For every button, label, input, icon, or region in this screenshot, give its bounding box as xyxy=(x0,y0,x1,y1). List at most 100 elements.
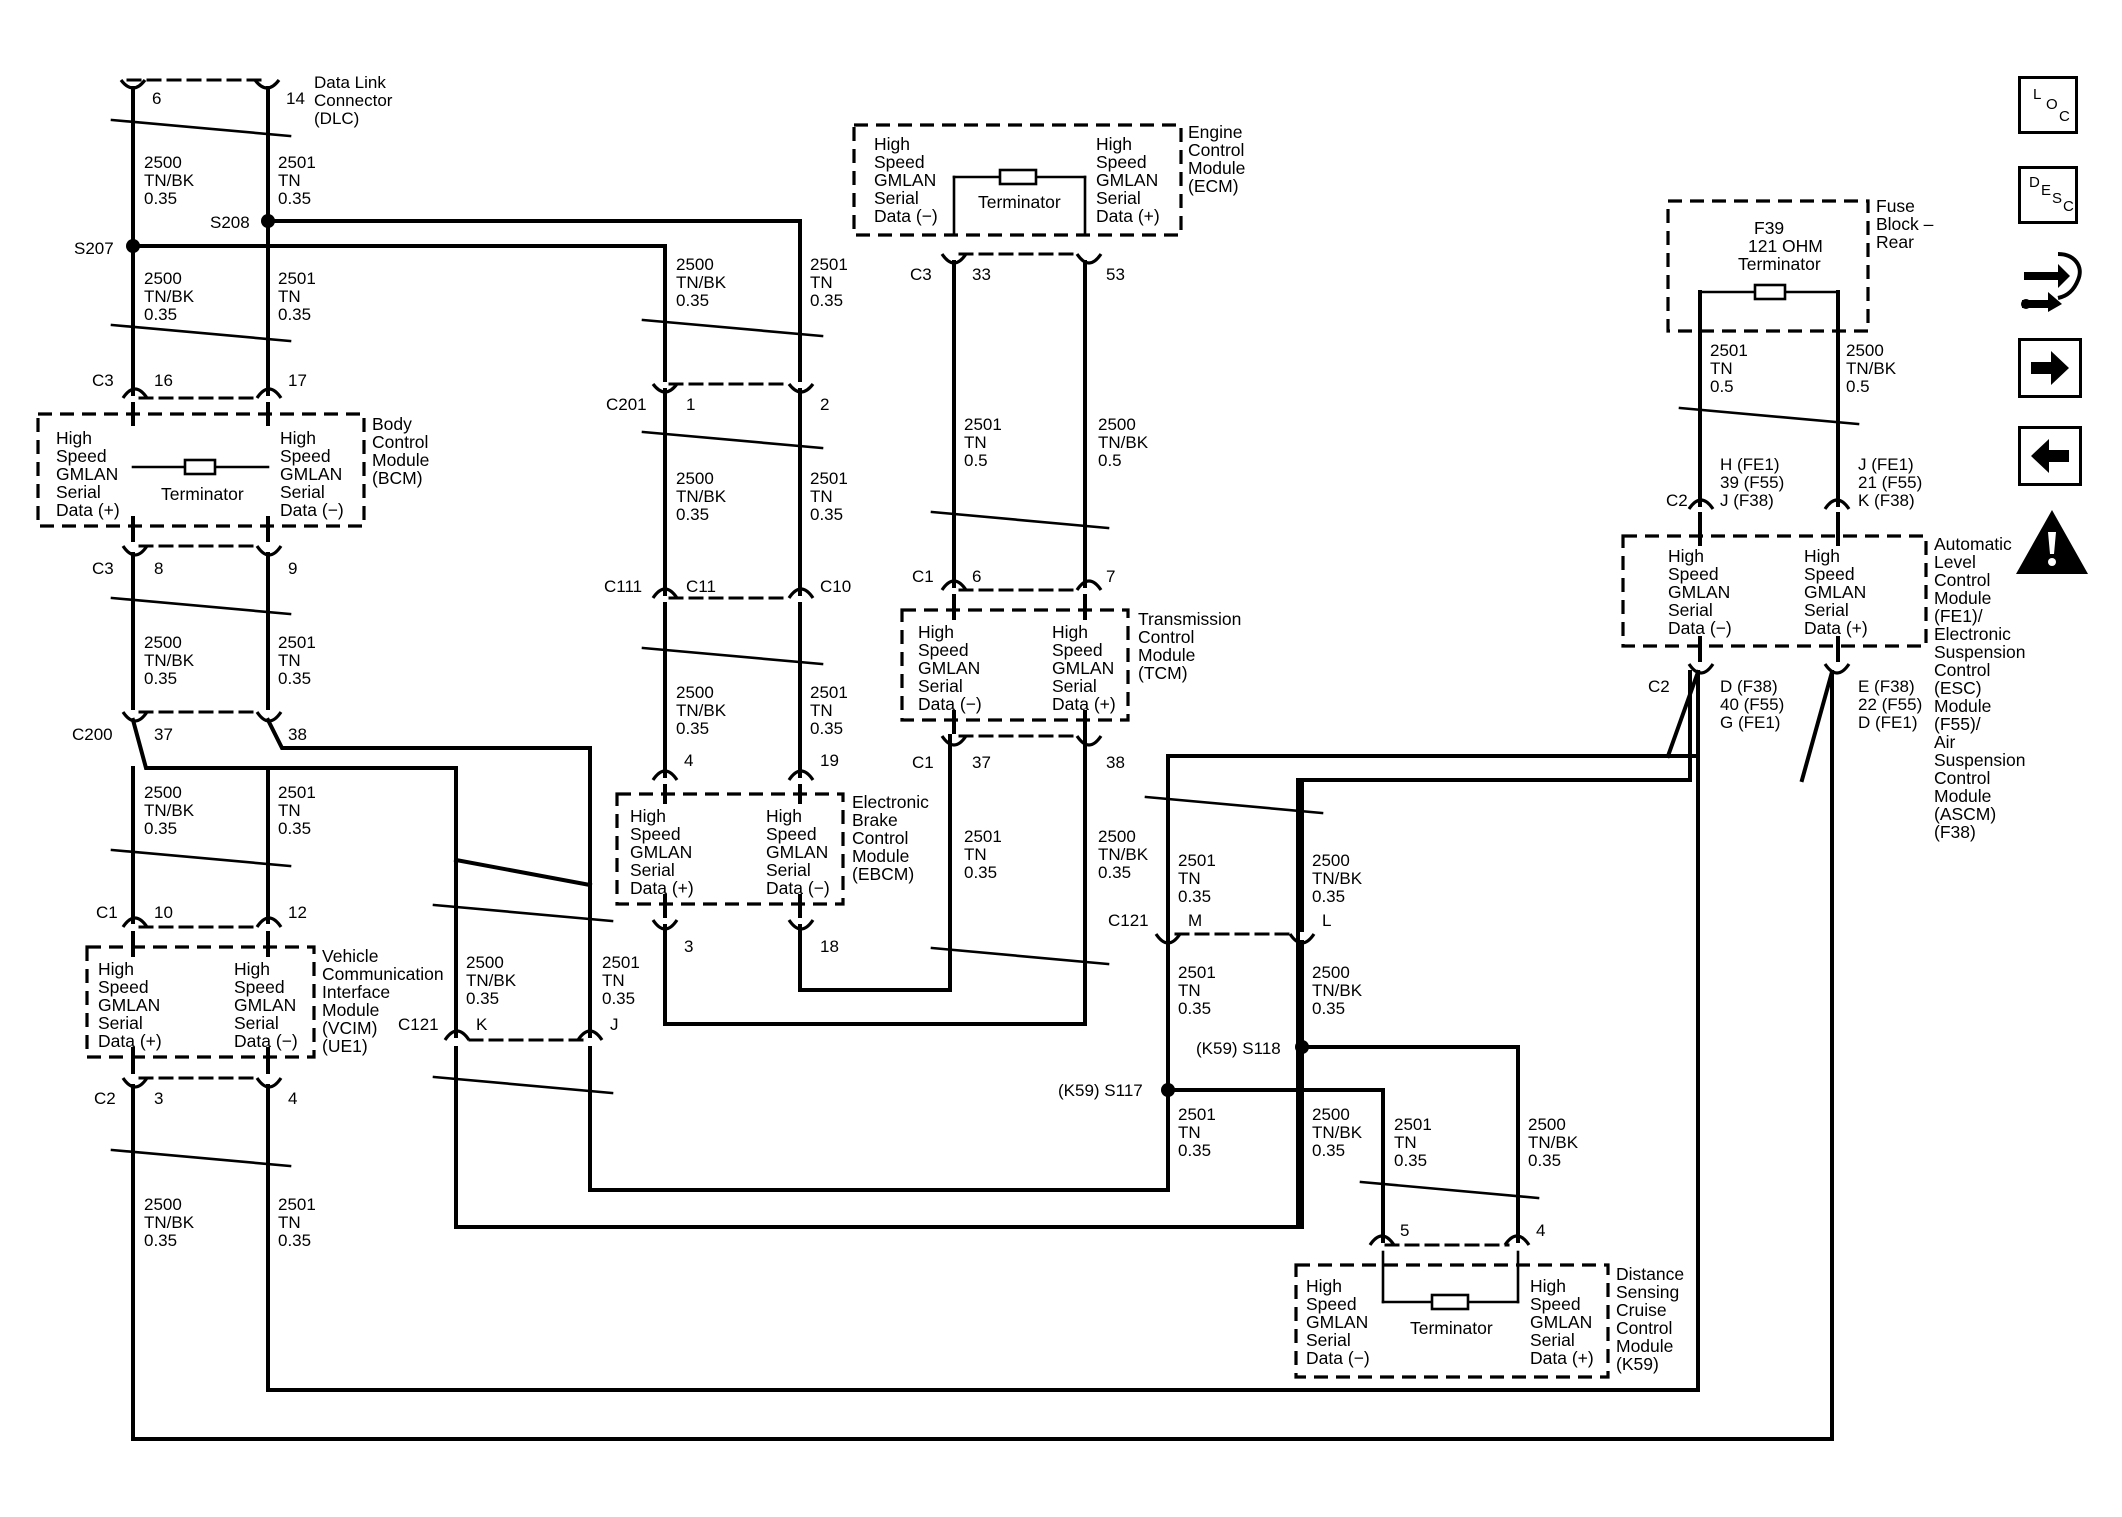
arrow-left-icon[interactable] xyxy=(2018,426,2082,486)
diagram-label: Rear xyxy=(1876,232,1914,252)
diagram-label: J (FE1) xyxy=(1858,455,1914,474)
diagram-label: Transmission xyxy=(1138,609,1241,629)
diagram-label: 9 xyxy=(288,559,297,578)
diagram-label: Vehicle xyxy=(322,946,378,966)
diagram-label: G (FE1) xyxy=(1720,713,1780,732)
diagram-label: 2501 xyxy=(810,469,848,488)
diagram-label: C2 xyxy=(1648,677,1670,696)
diagram-label: 0.5 xyxy=(964,451,988,470)
diagram-label: Control xyxy=(852,828,908,848)
diagram-label: TN xyxy=(278,287,301,306)
diagram-label: Speed xyxy=(918,640,969,660)
diagram-label: Speed xyxy=(1096,152,1147,172)
diagram-label: 2500 xyxy=(1098,827,1136,846)
diagram-label: 37 xyxy=(154,725,173,744)
diagram-label: Control xyxy=(1934,660,1990,680)
diagram-label: Data (+) xyxy=(1530,1348,1594,1368)
diagram-label: C2 xyxy=(94,1089,116,1108)
diagram-label: High xyxy=(56,428,92,448)
diagram-label: 2500 xyxy=(1528,1115,1566,1134)
diagram-label: Terminator xyxy=(978,192,1061,212)
diagram-label: GMLAN xyxy=(234,995,296,1015)
diagram-label: TN/BK xyxy=(1098,433,1149,452)
diagram-label: 0.35 xyxy=(676,291,709,310)
diagram-label: 2501 xyxy=(1710,341,1748,360)
diagram-label: Data (+) xyxy=(1804,618,1868,638)
diagram-label: Control xyxy=(1188,140,1244,160)
diagram-label: J xyxy=(610,1015,619,1034)
diagram-label: (ESC) xyxy=(1934,678,1982,698)
warning-icon[interactable] xyxy=(2014,508,2090,576)
diagram-label: TN xyxy=(964,433,987,452)
diagram-label: TN xyxy=(1394,1133,1417,1152)
diagram-label: GMLAN xyxy=(1668,582,1730,602)
diagram-label: 0.35 xyxy=(278,819,311,838)
diagram-label: High xyxy=(1052,622,1088,642)
vcim-module-box xyxy=(85,945,316,1059)
diagram-label: TN xyxy=(810,487,833,506)
diagram-label: 2501 xyxy=(964,827,1002,846)
diagram-label: GMLAN xyxy=(1096,170,1158,190)
diagram-label: Speed xyxy=(1306,1294,1357,1314)
diagram-label: C1 xyxy=(912,567,934,586)
diagram-label: 2500 xyxy=(676,683,714,702)
diagram-label: M xyxy=(1188,911,1202,930)
diagram-label: Terminator xyxy=(161,484,244,504)
diagram-label: Speed xyxy=(1530,1294,1581,1314)
diagram-label: (F38) xyxy=(1934,822,1976,842)
diagram-label: Automatic xyxy=(1934,534,2012,554)
diagram-label: 53 xyxy=(1106,265,1125,284)
diagram-label: 121 OHM xyxy=(1748,236,1823,256)
diagram-label: GMLAN xyxy=(918,658,980,678)
diagram-label: 6 xyxy=(972,567,981,586)
diagram-label: 4 xyxy=(1536,1221,1545,1240)
diagram-label: 8 xyxy=(154,559,163,578)
diagram-label: 2501 xyxy=(278,1195,316,1214)
diagram-label: H (FE1) xyxy=(1720,455,1780,474)
diagram-label: Data (+) xyxy=(1096,206,1160,226)
splice-s207-label: S207 xyxy=(74,239,114,258)
diagram-label: 2500 xyxy=(1312,851,1350,870)
diagram-label: Serial xyxy=(918,676,963,696)
diagram-label: Speed xyxy=(98,977,149,997)
diagram-label: 2500 xyxy=(1098,415,1136,434)
diagram-label: 2501 xyxy=(602,953,640,972)
diagram-label: (UE1) xyxy=(322,1036,368,1056)
diagram-label: Module xyxy=(1934,696,1991,716)
diagram-label: High xyxy=(630,806,666,826)
diagram-label: High xyxy=(918,622,954,642)
diagram-label: Serial xyxy=(1096,188,1141,208)
diagram-label: Distance xyxy=(1616,1264,1684,1284)
diagram-label: 0.35 xyxy=(602,989,635,1008)
diagram-label: 2501 xyxy=(810,255,848,274)
location-icon[interactable]: L O C xyxy=(2018,76,2078,134)
alc-module-box xyxy=(1621,534,1928,648)
diagram-label: GMLAN xyxy=(874,170,936,190)
diagram-label: Speed xyxy=(630,824,681,844)
diagram-label: TN/BK xyxy=(676,701,727,720)
description-icon[interactable]: D E S C xyxy=(2018,166,2078,224)
diagram-label: (F55)/ xyxy=(1934,714,1981,734)
dlc-pin-6: 6 xyxy=(152,89,161,108)
diagram-label: 0.5 xyxy=(1846,377,1870,396)
diagram-label: Serial xyxy=(234,1013,279,1033)
diagram-label: TN xyxy=(1178,869,1201,888)
diagram-label: Control xyxy=(1138,627,1194,647)
diagram-label: Fuse xyxy=(1876,196,1915,216)
diagram-label: 21 (F55) xyxy=(1858,473,1922,492)
diagram-label: D (F38) xyxy=(1720,677,1778,696)
diagram-label: (K59) xyxy=(1616,1354,1659,1374)
connector-end-view-icon[interactable] xyxy=(2018,250,2088,316)
diagram-label: Serial xyxy=(1306,1330,1351,1350)
diagram-label: Data (−) xyxy=(234,1031,298,1051)
diagram-label: C2 xyxy=(1666,491,1688,510)
diagram-label: Data (+) xyxy=(1052,694,1116,714)
diagram-label: Data (−) xyxy=(918,694,982,714)
diagram-label: 0.35 xyxy=(1098,863,1131,882)
diagram-label: Speed xyxy=(766,824,817,844)
bcm-module-box xyxy=(36,412,366,528)
diagram-label: 3 xyxy=(684,937,693,956)
arrow-right-icon[interactable] xyxy=(2018,338,2082,398)
ecm-terminator-resistor xyxy=(998,168,1038,186)
